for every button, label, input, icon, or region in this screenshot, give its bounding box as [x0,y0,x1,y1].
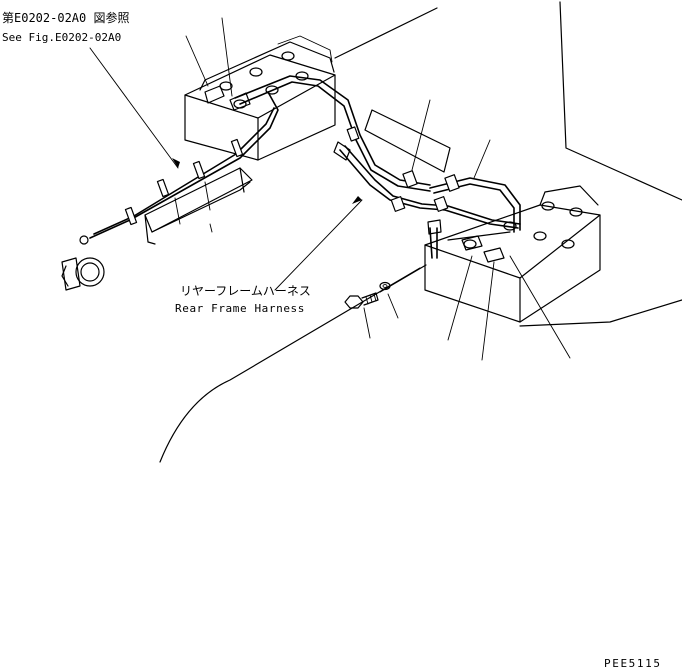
reference-label-en: See Fig.E0202-02A0 [2,31,121,44]
bolt-and-washer [344,264,427,309]
harness-connector [61,235,105,291]
harness-label-en: Rear Frame Harness [175,302,305,315]
frame-outline [159,1,682,463]
harness-label-jp: リヤーフレームハーネス [180,284,311,298]
cable-clamps [124,126,460,226]
leader-lines [89,17,571,361]
drawing-code: PEE5115 [604,657,662,670]
harness-bracket [144,167,253,245]
cover-plate [364,109,451,173]
left-battery [184,35,336,161]
reference-label-jp: 第E0202-02A0 図参照 [2,10,129,25]
